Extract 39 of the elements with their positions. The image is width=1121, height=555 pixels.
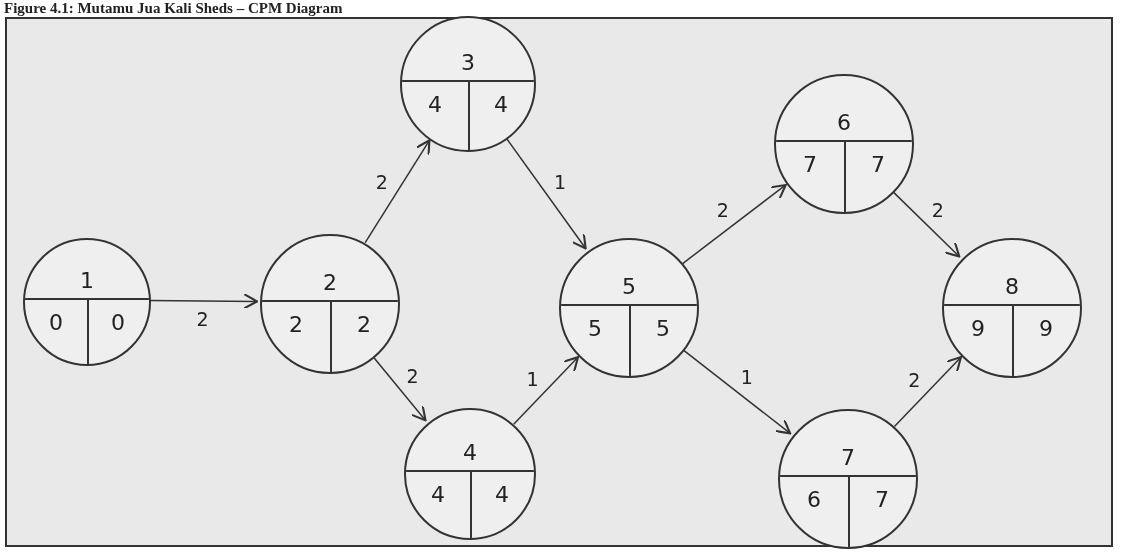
duration-label: 1 xyxy=(553,172,566,192)
latest-time: 7 xyxy=(871,153,885,176)
earliest-time: 4 xyxy=(431,484,445,507)
earliest-time: 9 xyxy=(971,317,985,340)
duration-label: 2 xyxy=(375,172,388,192)
latest-time: 7 xyxy=(875,488,889,511)
latest-time: 2 xyxy=(357,313,371,336)
earliest-time: 4 xyxy=(428,94,442,117)
earliest-time: 6 xyxy=(807,488,821,511)
latest-time: 4 xyxy=(494,94,508,117)
earliest-time: 2 xyxy=(289,313,303,336)
activity-arrow xyxy=(681,183,787,265)
event-number: 7 xyxy=(841,446,855,469)
event-number: 3 xyxy=(461,52,475,75)
duration-label: 2 xyxy=(196,309,209,329)
event-number: 5 xyxy=(622,275,636,298)
latest-time: 4 xyxy=(495,484,509,507)
event-number: 6 xyxy=(837,111,851,134)
activity-arrow xyxy=(891,190,961,258)
duration-label: 2 xyxy=(908,370,921,390)
duration-label: 1 xyxy=(740,367,753,387)
earliest-time: 0 xyxy=(49,312,63,335)
duration-label: 2 xyxy=(931,200,944,220)
figure-title: Figure 4.1: Mutamu Jua Kali Sheds – CPM Diagram xyxy=(4,0,343,16)
latest-time: 0 xyxy=(111,312,125,335)
activity-arrow xyxy=(512,356,580,426)
event-number: 4 xyxy=(463,442,477,465)
earliest-time: 5 xyxy=(588,317,602,340)
earliest-time: 7 xyxy=(803,153,817,176)
latest-time: 9 xyxy=(1039,317,1053,340)
event-number: 2 xyxy=(323,271,337,294)
event-number: 1 xyxy=(80,270,94,293)
duration-label: 2 xyxy=(406,366,419,386)
duration-label: 2 xyxy=(716,200,729,220)
activity-arrow xyxy=(364,139,431,244)
duration-label: 1 xyxy=(526,369,539,389)
activity-arrow xyxy=(893,356,962,428)
event-number: 8 xyxy=(1005,275,1019,298)
latest-time: 5 xyxy=(656,317,670,340)
